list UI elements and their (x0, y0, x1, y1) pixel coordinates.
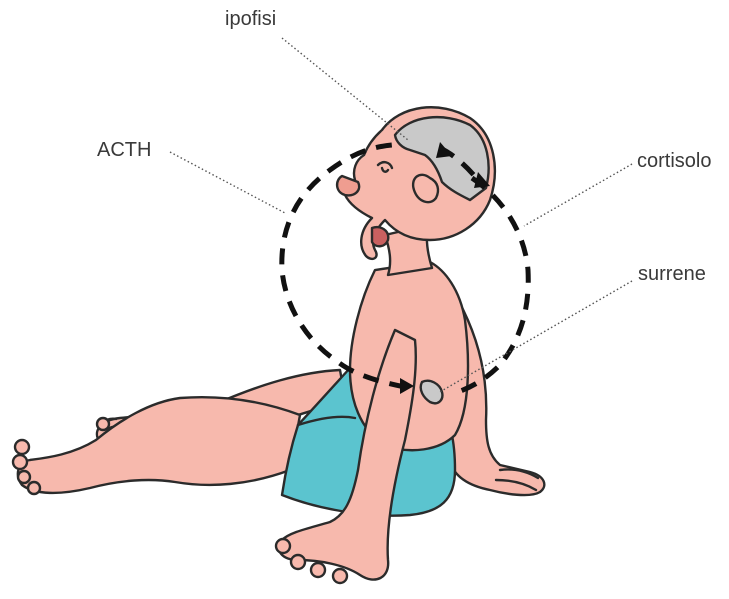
label-pituitary: ipofisi (225, 9, 276, 29)
label-cortisol: cortisolo (637, 151, 711, 171)
label-adrenal: surrene (638, 264, 706, 284)
head (337, 107, 495, 259)
front-leg (13, 397, 300, 494)
leader-acth (170, 152, 285, 213)
leader-cortisolo (524, 164, 632, 226)
label-acth: ACTH (97, 140, 151, 160)
